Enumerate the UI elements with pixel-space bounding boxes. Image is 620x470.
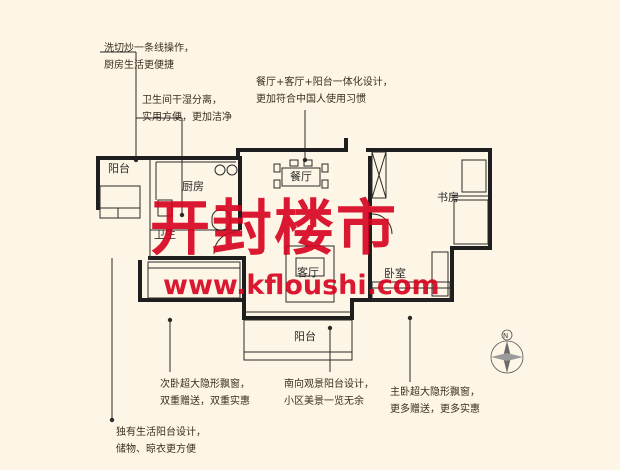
leader-lines — [100, 51, 411, 420]
closet-x2 — [371, 151, 387, 199]
annotation-south-balcony-line2: 小区美景一览无余 — [284, 396, 364, 407]
annotation-bath-line1: 卫生间干湿分离， — [142, 95, 222, 106]
annotation-south-balcony: 南向观景阳台设计， 小区美景一览无余 — [284, 376, 374, 410]
study-closet — [371, 151, 387, 199]
room-label-balcony-west: 阳台 — [108, 161, 130, 175]
annotation-dining: 餐厅+客厅+阳台一体化设计， 更加符合中国人使用习惯 — [256, 74, 393, 108]
compass-north-ring — [501, 329, 513, 341]
annotation-service-balcony-line2: 储物、晾衣更方便 — [116, 444, 196, 455]
master-wardrobe — [431, 251, 449, 297]
annotation-master-bed-line1: 主卧超大隐形飘窗， — [390, 387, 480, 398]
annotation-dining-line2: 更加符合中国人使用习惯 — [256, 94, 366, 105]
study-bed — [461, 159, 487, 193]
leader-dot-service-balcony — [109, 417, 115, 423]
annotation-kitchen: 洗切炒一条线操作， 厨房生活更便捷 — [104, 40, 194, 74]
kitchen-stove-2 — [226, 164, 238, 176]
leader-dot-second-bed — [167, 317, 173, 323]
leader-dot-bath — [179, 212, 185, 218]
annotation-service-balcony-line1: 独有生活阳台设计， — [116, 427, 206, 438]
annotation-kitchen-line2: 厨房生活更便捷 — [104, 60, 174, 71]
annotation-master-bedroom: 主卧超大隐形飘窗， 更多赠送，更多实惠 — [390, 384, 480, 418]
watermark-url: www.kfloushi.com — [163, 270, 440, 301]
chair-2 — [273, 179, 281, 189]
living-sofa-area — [285, 245, 335, 303]
coffee-table — [295, 257, 325, 277]
dining-table — [281, 167, 321, 187]
annotation-second-bed-line2: 双重赠送，双重实惠 — [160, 396, 250, 407]
master-bay-window — [371, 281, 451, 301]
leader-dot-south-balcony — [327, 325, 333, 331]
study-desk — [453, 199, 489, 245]
chair-6 — [303, 159, 313, 167]
leader-dot-master-bed — [407, 315, 413, 321]
annotation-second-bedroom: 次卧超大隐形飘窗， 双重赠送，双重实惠 — [160, 376, 250, 410]
compass-needle-ew — [491, 353, 523, 361]
room-label-living: 客厅 — [297, 265, 319, 279]
chair-1 — [273, 163, 281, 173]
annotation-master-bed-line2: 更多赠送，更多实惠 — [390, 404, 480, 415]
annotation-dining-line1: 餐厅+客厅+阳台一体化设计， — [256, 77, 393, 88]
room-label-master-bedroom: 卧室 — [384, 266, 406, 280]
chair-5 — [289, 159, 299, 167]
compass-north-label: N — [503, 332, 508, 340]
master-door-swing — [371, 213, 393, 235]
annotation-bath-line2: 实用方便，更加洁净 — [142, 112, 232, 123]
annotation-second-bed-line1: 次卧超大隐形飘窗， — [160, 379, 250, 390]
south-balcony-box — [243, 319, 353, 361]
room-label-balcony-south: 阳台 — [294, 329, 316, 343]
bath-door-swing — [213, 231, 237, 255]
room-label-kitchen: 厨房 — [182, 180, 204, 193]
kitchen-sink — [157, 199, 173, 217]
chair-4 — [321, 179, 329, 189]
room-label-bathroom: 卫生 — [154, 227, 176, 241]
annotation-kitchen-line1: 洗切炒一条线操作， — [104, 43, 194, 54]
annotation-service-balcony: 独有生活阳台设计， 储物、晾衣更方便 — [116, 424, 206, 458]
compass — [490, 329, 524, 374]
chair-3 — [321, 163, 329, 173]
west-balcony-box — [99, 185, 141, 219]
room-label-study: 书房 — [437, 191, 459, 204]
second-bed-window — [147, 261, 241, 299]
thin-lines — [99, 151, 490, 361]
annotation-south-balcony-line1: 南向观景阳台设计， — [284, 379, 374, 390]
watermark-chinese: 开封楼市 — [150, 194, 398, 264]
annotation-bathroom: 卫生间干湿分离， 实用方便，更加洁净 — [142, 92, 232, 126]
room-label-dining: 餐厅 — [290, 169, 312, 183]
kitchen-stove-1 — [214, 164, 226, 176]
